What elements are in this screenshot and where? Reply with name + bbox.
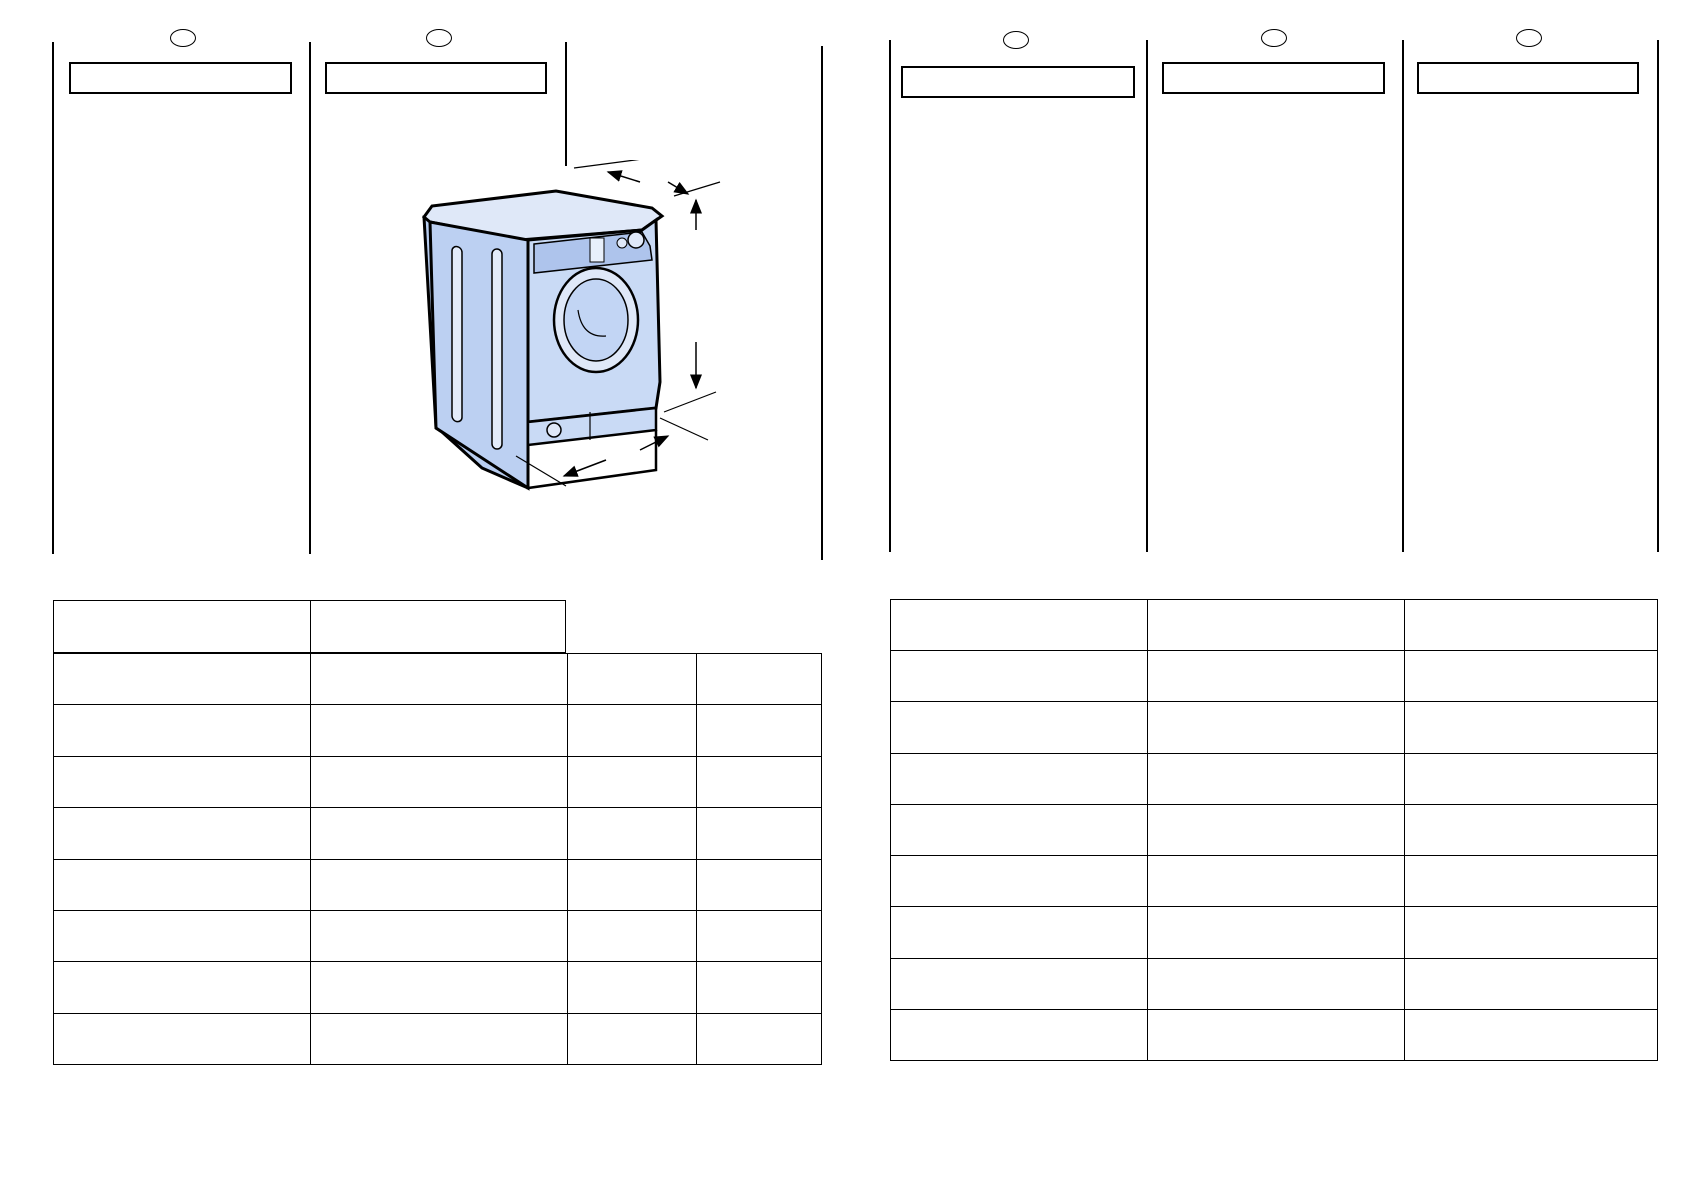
machine-side-body	[428, 220, 530, 491]
column-rule	[889, 40, 891, 552]
column-heading-box	[69, 62, 292, 94]
column-rule	[52, 42, 54, 554]
table-row	[890, 598, 1658, 652]
table-row	[890, 650, 1658, 703]
column-rule	[1402, 40, 1404, 552]
table-row	[53, 858, 822, 911]
language-marker-icon	[1003, 31, 1029, 49]
program-dial-icon	[627, 231, 645, 249]
table-row	[53, 1012, 822, 1066]
table-row	[890, 957, 1658, 1010]
table-row	[53, 652, 822, 706]
table-row	[890, 752, 1658, 805]
column-rule	[1657, 40, 1659, 552]
table-row	[53, 961, 822, 1014]
table-row	[890, 1008, 1658, 1062]
selector-knob-icon	[616, 237, 628, 249]
table-row	[53, 909, 822, 963]
language-marker-icon	[1516, 29, 1542, 47]
depth-arrow	[606, 170, 641, 183]
column-rule	[1146, 40, 1148, 552]
left-data-table	[53, 652, 822, 1066]
language-marker-icon	[426, 29, 452, 47]
washing-machine-illustration	[421, 160, 721, 491]
column-rule	[309, 42, 311, 554]
filter-cap-icon	[546, 422, 562, 438]
table-row	[53, 755, 822, 809]
right-data-table	[890, 598, 1658, 1062]
column-heading-box	[1162, 62, 1385, 94]
column-rule	[821, 46, 823, 560]
language-marker-icon	[1261, 29, 1287, 47]
table-row	[890, 855, 1658, 908]
left-table-header	[53, 600, 566, 653]
language-marker-icon	[170, 29, 196, 47]
column-heading-box	[1417, 62, 1639, 94]
width-arrow	[639, 435, 670, 451]
table-row	[890, 906, 1658, 959]
column-heading-box	[325, 62, 547, 94]
table-row	[53, 807, 822, 860]
table-row	[890, 803, 1658, 857]
table-row	[53, 704, 822, 757]
column-heading-box	[901, 66, 1135, 98]
column-rule	[565, 42, 567, 166]
table-row	[890, 701, 1658, 754]
